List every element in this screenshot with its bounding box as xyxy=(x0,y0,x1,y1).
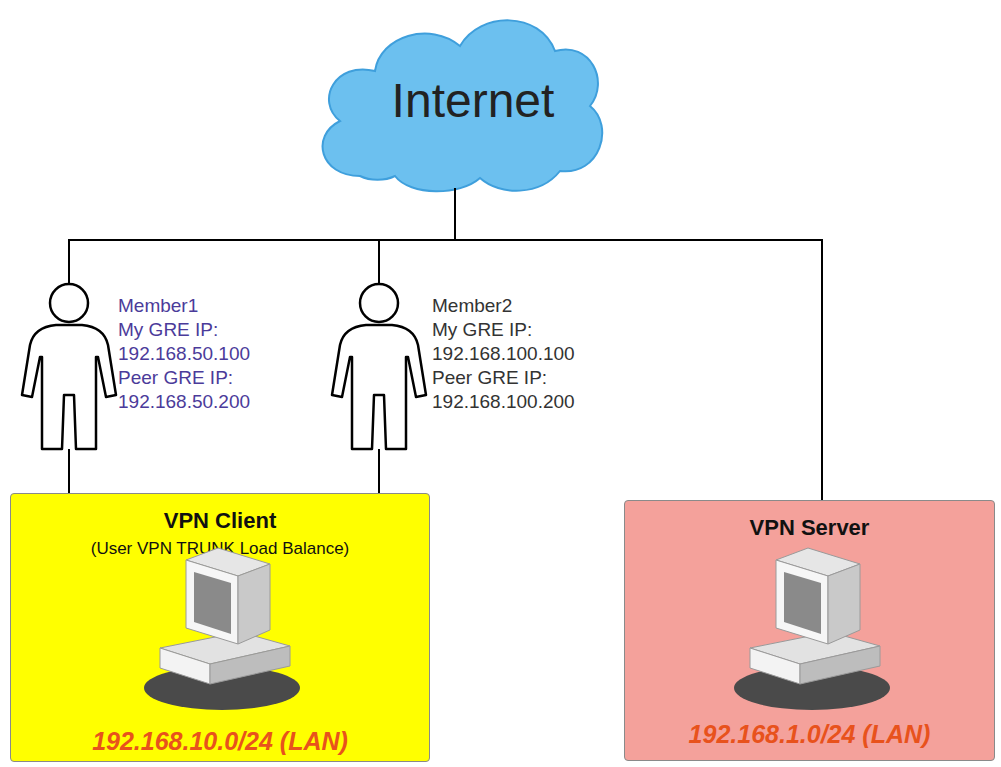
box-title: VPN Client xyxy=(11,508,429,534)
member-name: Member1 xyxy=(118,295,198,318)
box-subtitle: (User VPN TRUNK Load Balance) xyxy=(11,539,429,559)
person-icon xyxy=(20,283,118,451)
ip-address: 192.168.50.200 xyxy=(118,391,250,414)
network-link xyxy=(379,188,455,283)
box-title: VPN Server xyxy=(625,515,994,541)
vpn-server-box: VPN Server 192.168.1.0/24 (LAN) xyxy=(624,500,995,761)
cloud-label: Internet xyxy=(392,72,555,130)
person-body xyxy=(22,325,116,449)
person-head xyxy=(50,284,88,322)
person-body xyxy=(332,325,426,449)
vpn-client-box: VPN Client (User VPN TRUNK Load Balance) 1… xyxy=(10,493,430,762)
network-link xyxy=(378,449,380,493)
field-label: My GRE IP: xyxy=(432,319,532,342)
lan-subnet: 192.168.10.0/24 (LAN) xyxy=(11,726,429,756)
ip-address: 192.168.50.100 xyxy=(118,343,250,366)
ip-address: 192.168.100.100 xyxy=(432,343,575,366)
trunk-member: Member1My GRE IP:192.168.50.100Peer GRE … xyxy=(20,283,118,451)
computer-icon xyxy=(734,548,890,710)
network-link xyxy=(68,449,70,493)
field-label: My GRE IP: xyxy=(118,319,218,342)
lan-subnet: 192.168.1.0/24 (LAN) xyxy=(625,719,994,749)
network-link xyxy=(69,188,455,283)
computer-icon xyxy=(144,548,300,710)
field-label: Peer GRE IP: xyxy=(118,367,233,390)
network-link xyxy=(455,188,822,500)
field-label: Peer GRE IP: xyxy=(432,367,547,390)
ip-address: 192.168.100.200 xyxy=(432,391,575,414)
person-head xyxy=(360,284,398,322)
member-name: Member2 xyxy=(432,295,512,318)
internet-cloud: Internet xyxy=(300,6,610,192)
cloud-outline xyxy=(323,20,603,191)
person-icon xyxy=(330,283,428,451)
trunk-member: Member2My GRE IP:192.168.100.100Peer GRE… xyxy=(330,283,428,451)
